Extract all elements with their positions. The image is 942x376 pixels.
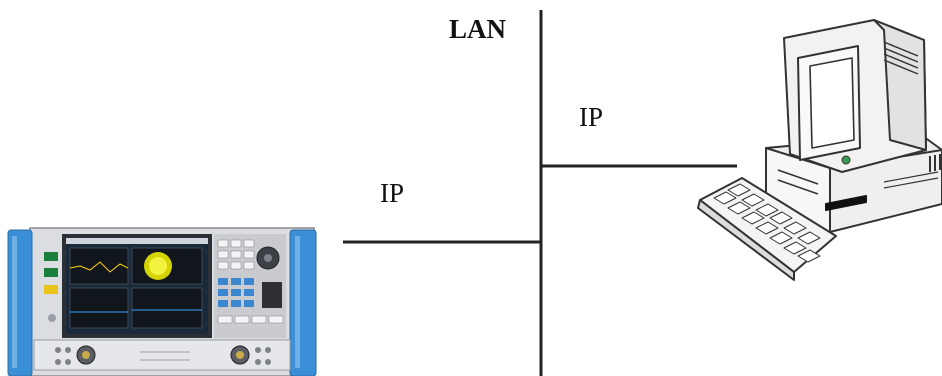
computer-ip-label: IP <box>579 102 604 132</box>
desktop-computer-icon <box>697 19 942 281</box>
lan-label: LAN <box>449 14 507 44</box>
instrument-ip-label: IP <box>380 178 405 208</box>
network-analyzer-icon <box>7 227 317 376</box>
